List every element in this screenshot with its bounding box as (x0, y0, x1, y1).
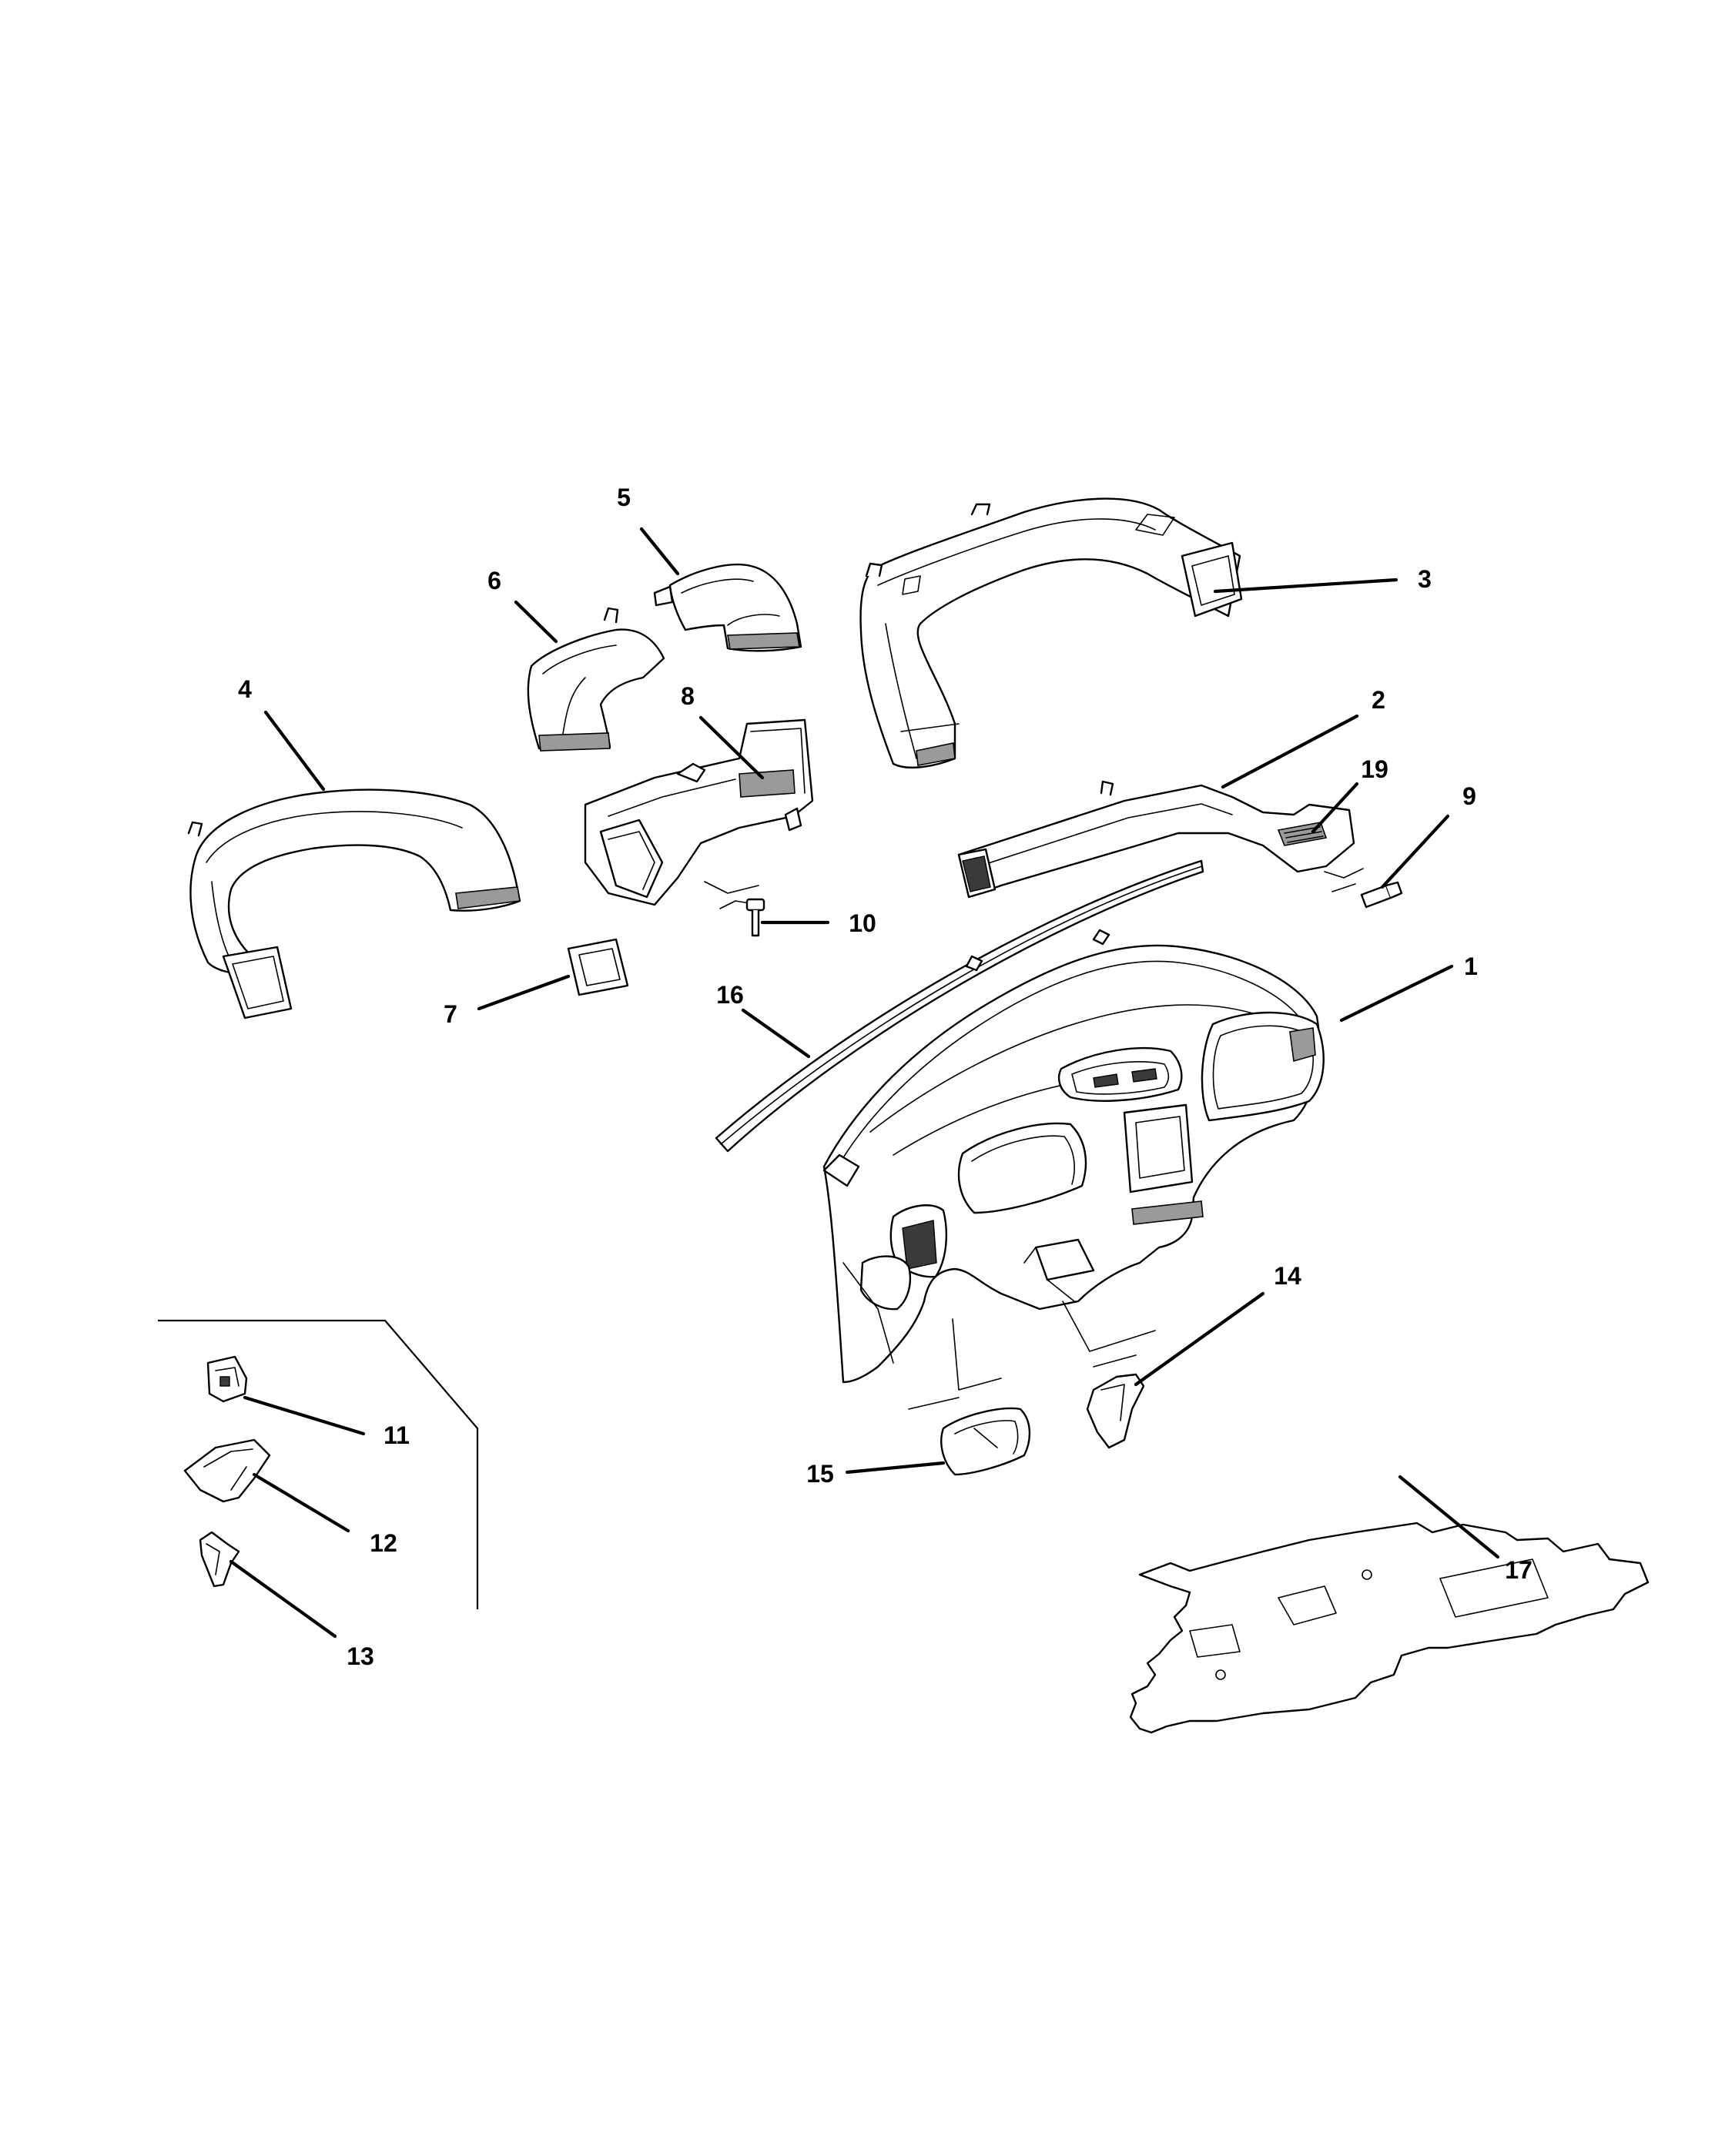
part-14-bracket (1062, 1301, 1156, 1449)
leader-2 (1221, 714, 1359, 789)
part-15-cover (908, 1318, 1031, 1476)
part-7-gasket (567, 938, 629, 996)
callout-15: 15 (806, 1460, 834, 1488)
part-1-instrument-panel (822, 929, 1325, 1384)
callout-14: 14 (1274, 1262, 1301, 1290)
leader-lines (229, 527, 1500, 1639)
part-3-right-upper-duct (859, 497, 1243, 768)
leader-11 (243, 1395, 366, 1436)
callout-8: 8 (681, 682, 695, 710)
part-4-left-duct (187, 788, 521, 1019)
callout-10: 10 (849, 909, 876, 937)
leader-19 (1311, 782, 1359, 834)
leader-1 (1339, 964, 1454, 1023)
callout-12: 12 (370, 1529, 397, 1557)
part-12-bracket-clip (183, 1438, 271, 1503)
leader-5 (639, 527, 680, 576)
leader-17 (1398, 1475, 1500, 1559)
callout-5: 5 (617, 484, 631, 511)
callout-1: 1 (1464, 952, 1478, 980)
callout-17: 17 (1505, 1556, 1532, 1584)
callout-7: 7 (444, 1000, 457, 1028)
callout-labels: 1 2 3 4 5 6 7 8 9 10 11 12 13 14 15 16 1… (238, 484, 1532, 1670)
part-2-rail-duct (957, 780, 1355, 899)
leader-12 (252, 1472, 350, 1533)
part-10-bolt (704, 881, 765, 937)
leader-9 (1380, 814, 1450, 889)
leader-6 (514, 600, 558, 644)
callout-4: 4 (238, 675, 252, 703)
part-11-clip (206, 1355, 248, 1403)
callout-11: 11 (384, 1421, 410, 1449)
leader-7 (477, 974, 571, 1011)
part-6-angled-duct (527, 607, 665, 752)
part-17-insulation-pad (1129, 1522, 1650, 1734)
leader-4 (263, 710, 326, 792)
leader-8 (698, 715, 765, 780)
leader-15 (845, 1461, 946, 1475)
part-5-elbow-duct (653, 563, 802, 652)
leader-14 (1134, 1291, 1265, 1387)
callout-19: 19 (1361, 755, 1388, 783)
callout-13: 13 (347, 1642, 374, 1670)
callout-16: 16 (716, 981, 744, 1009)
callout-3: 3 (1418, 565, 1432, 593)
leader-3 (1213, 578, 1398, 594)
callout-2: 2 (1372, 686, 1385, 714)
callout-9: 9 (1462, 782, 1476, 810)
leader-13 (229, 1559, 337, 1639)
part-8-center-duct (584, 718, 814, 906)
part-16-trim-strip (715, 859, 1204, 1153)
leader-16 (741, 1008, 811, 1059)
inset-frame (158, 1319, 479, 1609)
part-13-wire-clip (199, 1531, 240, 1588)
callout-6: 6 (487, 567, 501, 594)
part-9-bolt (1324, 868, 1403, 909)
